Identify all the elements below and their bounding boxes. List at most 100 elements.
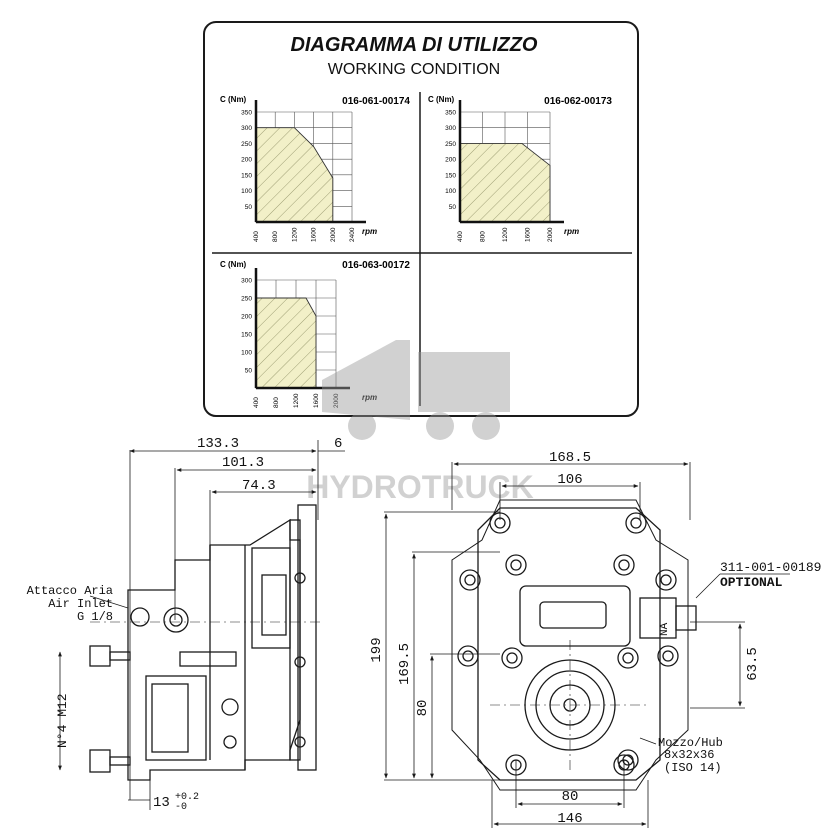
- y-tick-label: 200: [445, 157, 456, 164]
- dim-80-vertical: 80: [415, 700, 431, 717]
- y-tick-label: 100: [241, 350, 252, 357]
- y-tick-label: 250: [241, 296, 252, 303]
- bolt-hole: [660, 574, 672, 586]
- x-tick-label: 1600: [313, 393, 320, 408]
- bolt-hole: [462, 650, 474, 662]
- truck-wheel-icon: [426, 412, 454, 440]
- x-tick-label: 400: [457, 231, 464, 242]
- chart-016-063-00172: C (Nm) 016-063-00172 rpm 300 250 200 150 100…: [220, 260, 410, 408]
- y-tick-label: 250: [241, 141, 252, 148]
- bolt-hole: [489, 512, 511, 534]
- chart-xlabel: rpm: [362, 393, 377, 402]
- dim-106: 106: [557, 472, 582, 488]
- dim-146: 146: [557, 811, 582, 827]
- bolt-hole: [505, 754, 527, 776]
- bolt-hole: [510, 559, 522, 571]
- y-tick-label: 300: [445, 125, 456, 132]
- y-tick-label: 50: [449, 204, 457, 211]
- hydrotruck-watermark: HYDROTRUCK: [306, 340, 534, 505]
- y-tick-label: 150: [241, 332, 252, 339]
- x-tick-label: 2400: [349, 227, 356, 242]
- y-tick-label: 50: [245, 368, 253, 375]
- x-tick-label: 2000: [333, 393, 340, 408]
- front-view: [384, 462, 790, 828]
- y-tick-label: 250: [445, 141, 456, 148]
- chart-code: 016-062-00173: [544, 96, 612, 107]
- x-tick-label: 800: [272, 231, 279, 242]
- bolt-hole: [457, 645, 479, 667]
- bolt-hole: [613, 754, 635, 776]
- bolt-hole: [622, 652, 634, 664]
- dim-80-horizontal: 80: [562, 789, 579, 805]
- side-view: [58, 440, 345, 810]
- y-tick-label: 150: [445, 172, 456, 179]
- front-view-bolts: [457, 512, 679, 776]
- bolt-hole: [494, 517, 506, 529]
- x-tick-label: 2000: [330, 227, 337, 242]
- x-tick-label: 1200: [502, 227, 509, 242]
- dim-168-5: 168.5: [549, 450, 591, 466]
- bolt-hole: [459, 569, 481, 591]
- y-tick-label: 300: [241, 125, 252, 132]
- bolt-hole: [510, 759, 522, 771]
- x-tick-label: 1200: [291, 227, 298, 242]
- chart-ylabel: C (Nm): [220, 95, 247, 104]
- hub-label: Mozzo/Hub: [658, 736, 723, 750]
- y-tick-label: 200: [241, 314, 252, 321]
- truck-body-icon: [418, 352, 510, 412]
- truck-wheel-icon: [472, 412, 500, 440]
- y-tick-label: 200: [241, 157, 252, 164]
- bolt-hole: [625, 512, 647, 534]
- bolt-hole: [662, 650, 674, 662]
- truck-cab-icon: [322, 340, 410, 420]
- chart-code: 016-061-00174: [342, 96, 410, 107]
- chart-code: 016-063-00172: [342, 260, 410, 271]
- x-tick-label: 400: [253, 231, 260, 242]
- y-tick-label: 350: [445, 110, 456, 117]
- panel-subtitle: WORKING CONDITION: [328, 61, 500, 78]
- bolt-hole: [464, 574, 476, 586]
- hub-standard: (ISO 14): [664, 761, 722, 775]
- x-tick-label: 1200: [293, 393, 300, 408]
- chart-016-062-00173: C (Nm) 016-062-00173 rpm 350300250200150…: [428, 95, 612, 242]
- tolerance-base: 13: [153, 795, 170, 811]
- bolt-hole: [657, 645, 679, 667]
- y-tick-label: 50: [245, 204, 253, 211]
- y-tick-label: 150: [241, 172, 252, 179]
- front-view-labels: 168.5 106 199 169.5 80 63.5 80 146 311-0…: [369, 450, 821, 827]
- y-tick-label: 100: [241, 188, 252, 195]
- truck-wheel-icon: [348, 412, 376, 440]
- tolerance-upper: +0.2: [175, 792, 199, 803]
- torque-area: [255, 297, 317, 389]
- air-inlet-label-it: Attacco Aria: [27, 584, 113, 598]
- bolt-hole: [630, 517, 642, 529]
- dim-199: 199: [369, 637, 385, 662]
- bolt-hole: [618, 559, 630, 571]
- chart-xlabel: rpm: [564, 227, 579, 236]
- chart-ylabel: C (Nm): [220, 260, 247, 269]
- dim-63-5: 63.5: [745, 647, 761, 681]
- x-tick-label: 2000: [547, 227, 554, 242]
- chart-xlabel: rpm: [362, 227, 377, 236]
- tolerance-lower: -0: [175, 802, 187, 813]
- side-view-labels: 133.3 6 101.3 74.3 Attacco Aria Air Inle…: [27, 436, 343, 813]
- y-tick-label: 300: [241, 278, 252, 285]
- torque-area: [459, 142, 551, 223]
- bolt-hole: [501, 647, 523, 669]
- bolt-hole: [622, 754, 634, 766]
- na-label: NA: [659, 622, 671, 636]
- dim-74-3: 74.3: [242, 478, 276, 494]
- dim-6: 6: [334, 436, 342, 452]
- x-tick-label: 1600: [311, 227, 318, 242]
- x-tick-label: 800: [480, 231, 487, 242]
- air-inlet-label-en: Air Inlet: [48, 597, 113, 611]
- chart-016-061-00174: C (Nm) 016-061-00174 rpm 350300250200150…: [220, 95, 410, 242]
- optional-label: OPTIONAL: [720, 575, 783, 590]
- x-tick-label: 800: [273, 397, 280, 408]
- watermark-text: HYDROTRUCK: [306, 469, 534, 505]
- dim-169-5: 169.5: [397, 643, 413, 685]
- part-code: 311-001-00189: [720, 560, 821, 575]
- bolt-hole: [613, 554, 635, 576]
- bolt-hole: [655, 569, 677, 591]
